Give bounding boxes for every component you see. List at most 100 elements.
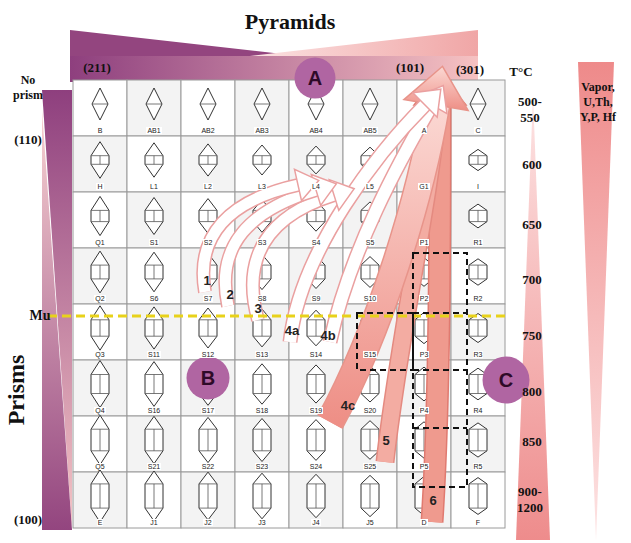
zircon-crystal bbox=[91, 196, 109, 235]
temperature-value: 750 bbox=[515, 328, 549, 344]
face-index: (100) bbox=[14, 512, 42, 528]
grid-cell bbox=[235, 416, 289, 472]
grid-cell bbox=[73, 192, 127, 248]
line-label: Mu bbox=[30, 308, 51, 324]
grid-cell bbox=[343, 80, 397, 136]
trend-arrows bbox=[203, 66, 468, 522]
crystal-edge bbox=[307, 155, 325, 156]
grid-cell bbox=[73, 360, 127, 416]
crystal-edge bbox=[145, 221, 163, 222]
temperature-value: 800 bbox=[515, 384, 549, 400]
callout-number: 4c bbox=[341, 398, 355, 413]
grid-cell bbox=[451, 192, 505, 248]
crystal-edge bbox=[370, 375, 371, 394]
crystal-edge bbox=[91, 336, 109, 337]
type-label: Q2 bbox=[94, 295, 105, 302]
vapor-wedge bbox=[578, 62, 614, 540]
crystal-edge bbox=[262, 375, 263, 394]
temperature-wedge bbox=[516, 95, 550, 540]
crystal-edge bbox=[145, 319, 163, 320]
type-label: S10 bbox=[363, 295, 377, 302]
crystal-edge bbox=[100, 156, 101, 165]
callout-number: 1 bbox=[203, 273, 210, 288]
crystal-edge bbox=[370, 265, 371, 279]
grid-cell bbox=[235, 360, 289, 416]
zircon-crystal bbox=[145, 471, 163, 521]
type-label: I bbox=[476, 183, 480, 190]
crystal-edge bbox=[316, 320, 317, 336]
type-label: R4 bbox=[473, 407, 484, 414]
crystal-edge bbox=[307, 221, 325, 222]
crystal-edge bbox=[316, 210, 317, 221]
grid-cell bbox=[451, 304, 505, 360]
crystal-edge bbox=[208, 429, 209, 451]
zircon-crystal bbox=[145, 198, 163, 235]
crystal-edge bbox=[91, 483, 109, 484]
zircon-crystal bbox=[91, 361, 109, 408]
crystal-edge bbox=[91, 374, 109, 375]
type-label: S2 bbox=[203, 239, 214, 246]
crystal-edge bbox=[91, 265, 109, 266]
zircon-crystal bbox=[200, 88, 216, 120]
type-label: P4 bbox=[419, 407, 430, 414]
crystal-edge bbox=[253, 164, 271, 165]
crystal-edge bbox=[100, 375, 101, 394]
crystal-edge bbox=[262, 429, 263, 451]
region-letter: A bbox=[294, 57, 336, 99]
crystal-edge bbox=[469, 483, 487, 484]
crystal-edge bbox=[154, 210, 155, 221]
zircon-crystal bbox=[307, 365, 325, 403]
type-label: Q5 bbox=[94, 463, 105, 470]
type-label: J3 bbox=[257, 519, 266, 526]
type-label: Q1 bbox=[94, 239, 105, 246]
zircon-crystal bbox=[91, 251, 109, 293]
temperature-value: 700 bbox=[515, 272, 549, 288]
zircon-crystal bbox=[199, 472, 217, 520]
grid-cell bbox=[127, 360, 181, 416]
crystal-edge bbox=[370, 429, 371, 451]
crystal-edge bbox=[254, 104, 270, 105]
temperature-value: 900-1200 bbox=[513, 484, 547, 516]
crystal-edge bbox=[154, 484, 155, 508]
arrow-outline bbox=[330, 105, 432, 342]
grid-cell bbox=[127, 136, 181, 192]
zircon-crystal bbox=[145, 307, 163, 349]
type-label: S19 bbox=[309, 407, 323, 414]
type-label: S11 bbox=[147, 351, 161, 358]
grid-cell bbox=[73, 304, 127, 360]
zircon-crystal bbox=[145, 252, 163, 292]
type-label: AB2 bbox=[200, 127, 215, 134]
type-label: P2 bbox=[419, 295, 430, 302]
zircon-crystal bbox=[145, 416, 163, 463]
crystal-edge bbox=[262, 156, 263, 165]
type-label: G1 bbox=[418, 183, 429, 190]
crystal-edge bbox=[316, 484, 317, 508]
type-label: S4 bbox=[311, 239, 322, 246]
crystal-edge bbox=[91, 164, 109, 165]
crystal-edge bbox=[253, 483, 271, 484]
temperature-unit: T°C bbox=[509, 64, 532, 80]
zircon-crystal bbox=[469, 478, 487, 515]
crystal-edge bbox=[145, 336, 163, 337]
grid-cell bbox=[235, 472, 289, 528]
grid-cell bbox=[181, 472, 235, 528]
crystal-edge bbox=[145, 265, 163, 266]
crystal-edge bbox=[145, 374, 163, 375]
grid-cell bbox=[451, 416, 505, 472]
crystal-edge bbox=[145, 429, 163, 430]
crystal-edge bbox=[208, 210, 209, 221]
temperature-value: 650 bbox=[515, 217, 549, 233]
type-label: S6 bbox=[149, 295, 160, 302]
crystal-edge bbox=[469, 336, 487, 337]
grid-cell bbox=[73, 248, 127, 304]
grid-cell bbox=[181, 80, 235, 136]
crystal-edge bbox=[145, 155, 163, 156]
crystal-edge bbox=[424, 375, 425, 394]
crystal-edge bbox=[308, 104, 324, 105]
type-label: S22 bbox=[201, 463, 215, 470]
crystal-edge bbox=[199, 483, 217, 484]
type-label: R5 bbox=[473, 463, 484, 470]
type-label: R1 bbox=[473, 239, 484, 246]
face-index: (301) bbox=[456, 62, 484, 78]
crystal-edge bbox=[361, 393, 379, 394]
